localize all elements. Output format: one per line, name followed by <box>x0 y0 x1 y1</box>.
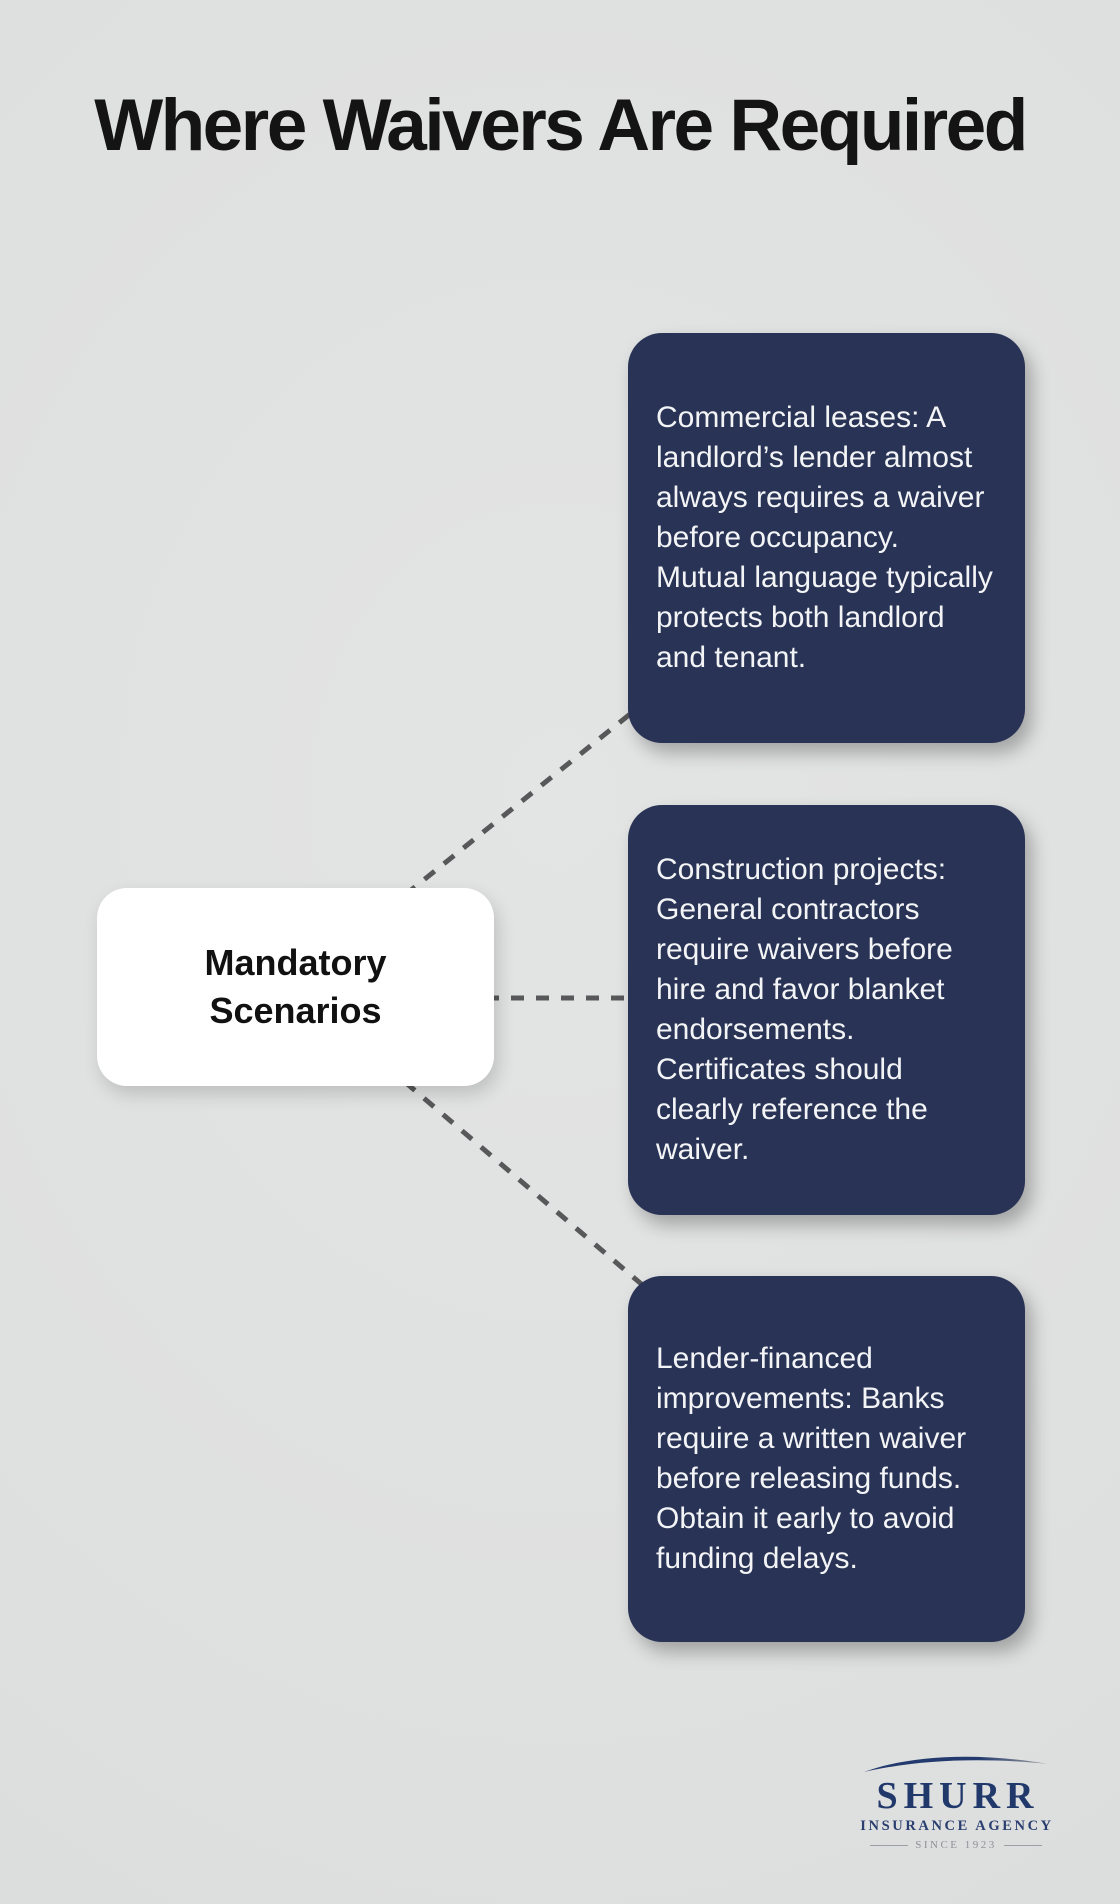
logo-tagline-text: SINCE 1923 <box>915 1839 997 1851</box>
branch-card-text: Lender-financed improvements: Banks requ… <box>656 1342 967 1575</box>
logo-name: SHURR <box>876 1775 1040 1817</box>
branch-card-commercial-leases: Commercial leases: A landlord’s lender a… <box>628 333 1025 743</box>
center-node-mandatory-scenarios: Mandatory Scenarios <box>97 888 494 1086</box>
branch-card-construction-projects: Construction projects: General contracto… <box>628 805 1025 1215</box>
branch-card-text: Construction projects: General contracto… <box>656 853 953 1166</box>
connector-line-bottom <box>403 1080 662 1302</box>
logo-swoosh-icon <box>864 1756 1048 1772</box>
branch-card-text: Commercial leases: A landlord’s lender a… <box>656 401 993 674</box>
shurr-logo: SHURR INSURANCE AGENCY SINCE 1923 <box>856 1752 1056 1851</box>
center-node-label: Mandatory Scenarios <box>204 942 387 1031</box>
logo-tagline: SINCE 1923 <box>856 1839 1056 1851</box>
page-title: Where Waivers Are Required <box>94 85 1028 166</box>
connector-line-top <box>403 688 662 897</box>
branch-card-lender-financed: Lender-financed improvements: Banks requ… <box>628 1276 1025 1642</box>
logo-subtitle: INSURANCE AGENCY <box>860 1818 1054 1834</box>
